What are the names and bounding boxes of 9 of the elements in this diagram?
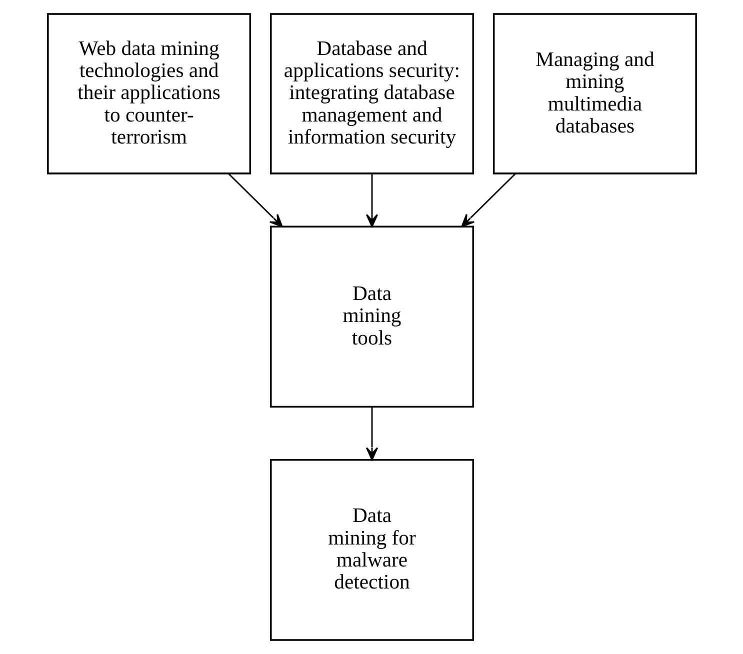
node-box: Web data mining technologies and their applications to counter-terrorism	[46, 13, 251, 174]
arrow	[365, 407, 378, 460]
node-box: Database and applications security: integrating database management and information security	[269, 13, 474, 174]
arrow	[228, 173, 282, 228]
node-box: Data mining tools	[269, 226, 474, 408]
node-box: Data mining for malware detection	[269, 459, 474, 641]
node-box: Managing and mining multimedia databases	[492, 13, 696, 174]
arrow	[460, 173, 516, 228]
arrow	[365, 174, 378, 228]
